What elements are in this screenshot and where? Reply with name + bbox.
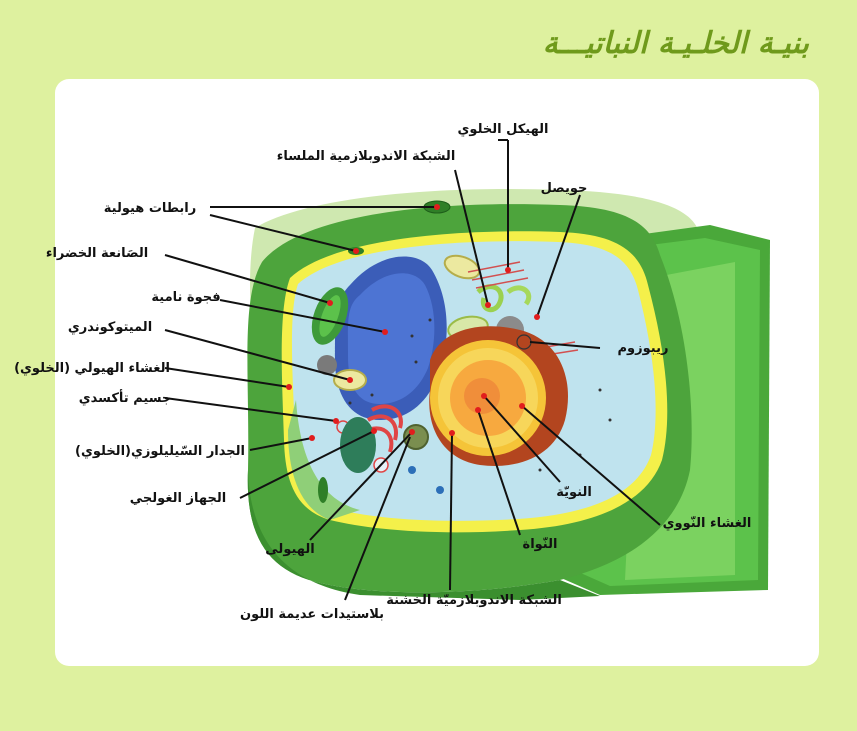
label-nucleus: النّواة xyxy=(523,537,558,552)
label-nuclear-envelope: الغشاء النّووي xyxy=(663,516,752,531)
label-peroxisome: جسيم تأكسدي xyxy=(79,389,172,406)
label-cytoskeleton: الهيكل الخلوي xyxy=(458,122,549,137)
label-smooth-er: الشبكة الاندوبلازمية الملساء xyxy=(277,149,456,164)
label-leucoplast: بلاستيدات عديمة اللون xyxy=(240,607,384,622)
label-chloroplast: الصَانعة الخضراء xyxy=(46,246,148,261)
label-golgi: الجهاز الغولجي xyxy=(130,491,226,506)
label-cell-wall: الجدار السّيليلوزي(الخلوي) xyxy=(75,444,245,459)
label-nucleolus: النويّة xyxy=(556,485,592,500)
label-vesicle: حويصل xyxy=(541,181,588,196)
label-plasma-membrane: الغشاء الهيولي (الخلوي) xyxy=(14,361,170,376)
label-vacuole: فجوة نامية xyxy=(151,290,220,305)
label-mitochondrion: الميتوكوندري xyxy=(68,320,152,335)
label-plasmodesmata: رابطات هيولية xyxy=(104,201,197,216)
label-cytoplasm: الهيولى xyxy=(265,542,314,557)
label-ribosome: ريبوزوم xyxy=(618,341,669,356)
label-rough-er: الشبكة الاندوبلازميّة الخشنة xyxy=(386,593,562,608)
cell-wall-pit-2 xyxy=(318,477,328,503)
